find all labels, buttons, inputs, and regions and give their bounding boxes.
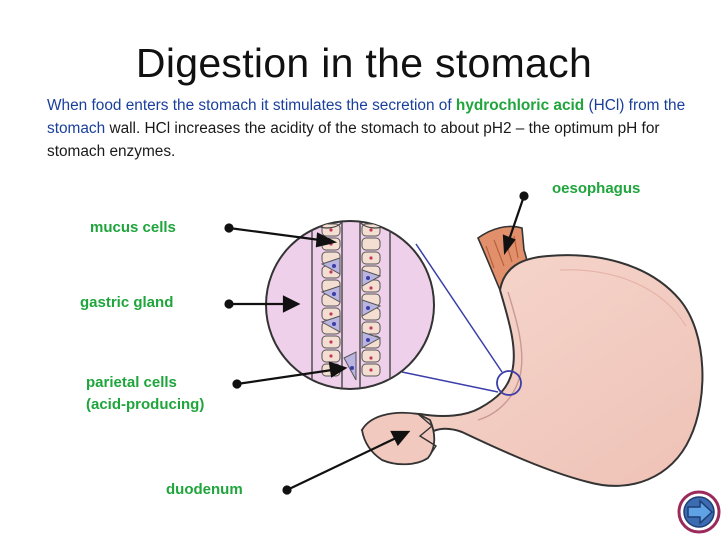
next-slide-button[interactable] <box>676 490 722 534</box>
intro-part-3: wall. HCl increases the acidity of the s… <box>47 120 660 160</box>
intro-part-2: (HCl) from the stomach <box>47 97 686 137</box>
page-title: Digestion in the stomach <box>135 40 593 86</box>
label-oesophagus: oesophagus <box>552 180 641 197</box>
label-parietal-cells: parietal cells <box>86 374 177 391</box>
label-acid-producing: (acid-producing) <box>86 396 205 413</box>
stomach-shape <box>360 254 704 487</box>
label-pointers <box>224 191 529 495</box>
magnify-origin-circle <box>496 370 522 396</box>
intro-part-1: When food enters the stomach it stimulat… <box>47 97 456 114</box>
label-mucus-cells: mucus cells <box>90 219 176 236</box>
intro-term-hcl: hydrochloric acid <box>455 97 585 114</box>
next-arrow-icon <box>677 490 721 534</box>
label-gastric-gland: gastric gland <box>80 294 174 311</box>
label-duodenum: duodenum <box>166 481 243 498</box>
intro-text: When food enters the stomach it stimulat… <box>47 94 687 163</box>
